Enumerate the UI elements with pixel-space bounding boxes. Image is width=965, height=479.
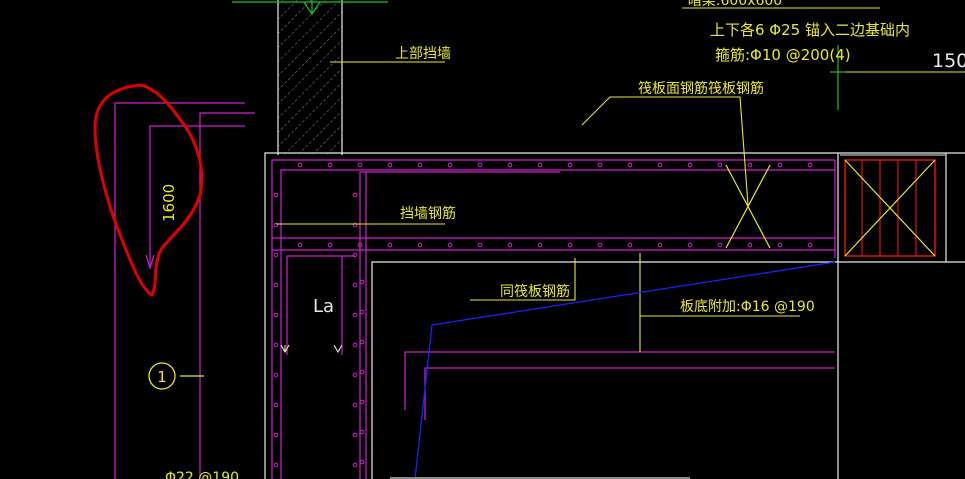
rebar-dot bbox=[537, 162, 543, 168]
dimension-1600-label: 1600 bbox=[160, 184, 178, 222]
rebar-dot bbox=[297, 162, 303, 168]
left-column-rebar bbox=[114, 102, 255, 479]
embedded-beam bbox=[840, 154, 945, 257]
rebar-dot bbox=[273, 222, 279, 228]
la-label: La bbox=[313, 296, 334, 317]
rebar-dot bbox=[273, 312, 279, 318]
bottom-rebar-label: Φ22 @190 bbox=[165, 470, 239, 479]
rebar-dot bbox=[417, 162, 423, 168]
rebar-dot bbox=[567, 162, 573, 168]
bottom-extra-rebar-label: 板底附加:Φ16 @190 bbox=[680, 299, 815, 315]
wall-rebar-label: 挡墙钢筋 bbox=[400, 205, 456, 222]
rebar-dot bbox=[807, 242, 813, 248]
rebar-dot bbox=[657, 242, 663, 248]
rebar-dot bbox=[273, 432, 279, 438]
leader-lines bbox=[276, 7, 965, 352]
rebar-dot bbox=[507, 242, 513, 248]
dimension-1500-lines bbox=[830, 45, 846, 110]
raft-top-rebar-label: 筏板面钢筋筏板钢筋 bbox=[638, 80, 764, 97]
rebar-dot bbox=[417, 242, 423, 248]
rebar-dot bbox=[627, 242, 633, 248]
rebar-dot bbox=[717, 242, 723, 248]
beam-size-label: 暗梁:600x600 bbox=[688, 0, 782, 9]
rebar-dot bbox=[477, 162, 483, 168]
rebar-dot bbox=[273, 402, 279, 408]
rebar-dot bbox=[273, 192, 279, 198]
rebar-dot bbox=[359, 279, 365, 285]
rebar-dot bbox=[327, 162, 333, 168]
red-markup-circle bbox=[93, 83, 204, 297]
rebar-dot bbox=[477, 242, 483, 248]
rebar-dot bbox=[597, 162, 603, 168]
rebar-dot bbox=[273, 342, 279, 348]
rebar-dot bbox=[357, 242, 363, 248]
rebar-dot bbox=[687, 162, 693, 168]
section-marker: 1 bbox=[148, 362, 176, 390]
blue-reference-line bbox=[414, 261, 836, 479]
same-raft-rebar-label: 同筏板钢筋 bbox=[500, 283, 570, 300]
rebar-dot bbox=[777, 162, 783, 168]
upper-wall bbox=[232, 0, 388, 155]
rebar-dot bbox=[387, 162, 393, 168]
rebar-dot bbox=[747, 242, 753, 248]
rebar-dot bbox=[807, 162, 813, 168]
rebar-dot bbox=[352, 222, 358, 228]
rebar-dot bbox=[327, 242, 333, 248]
rebar-dot bbox=[447, 162, 453, 168]
rebar-dot bbox=[717, 162, 723, 168]
rebar-dot bbox=[747, 162, 753, 168]
rebar-dot bbox=[447, 242, 453, 248]
circle-number: 1 bbox=[157, 368, 167, 386]
beam-rebar-label: 上下各6 Φ25 锚入二边基础内 bbox=[710, 21, 910, 39]
rebar-dot bbox=[597, 242, 603, 248]
rebar-dot bbox=[273, 252, 279, 258]
rebar-dot bbox=[359, 399, 365, 405]
rebar-dot bbox=[357, 162, 363, 168]
dimension-1500-label: 1500 bbox=[932, 50, 965, 72]
rebar-dot bbox=[352, 192, 358, 198]
raft-cross-mark bbox=[725, 164, 771, 249]
rebar-dot bbox=[387, 242, 393, 248]
rebar-dot bbox=[537, 242, 543, 248]
raft-outline bbox=[264, 152, 965, 479]
rebar-dot bbox=[627, 162, 633, 168]
rebar-dot bbox=[352, 402, 358, 408]
rebar-dot bbox=[777, 242, 783, 248]
rebar-dot bbox=[352, 372, 358, 378]
rebar-dot bbox=[507, 162, 513, 168]
rebar-dot bbox=[273, 372, 279, 378]
rebar-dot bbox=[359, 309, 365, 315]
rebar-dot bbox=[359, 459, 365, 465]
rebar-dot bbox=[352, 462, 358, 468]
rebar-dot bbox=[273, 462, 279, 468]
rebar-dot bbox=[273, 282, 279, 288]
la-arrows bbox=[280, 344, 343, 354]
rebar-dot bbox=[352, 282, 358, 288]
rebar-dot bbox=[297, 242, 303, 248]
rebar-dot bbox=[359, 339, 365, 345]
rebar-dot bbox=[352, 252, 358, 258]
rebar-dot bbox=[687, 242, 693, 248]
rebar-dot bbox=[359, 369, 365, 375]
beam-stirrup-label: 箍筋:Φ10 @200(4) bbox=[715, 46, 851, 64]
upper-wall-label: 上部挡墙 bbox=[395, 46, 451, 62]
rebar-dots bbox=[273, 162, 813, 468]
rebar-dot bbox=[352, 432, 358, 438]
rebar-dot bbox=[567, 242, 573, 248]
rebar-dot bbox=[657, 162, 663, 168]
rebar-dot bbox=[359, 429, 365, 435]
rebar-dot bbox=[352, 312, 358, 318]
rebar-dot bbox=[352, 342, 358, 348]
raft-rebar bbox=[271, 159, 836, 479]
